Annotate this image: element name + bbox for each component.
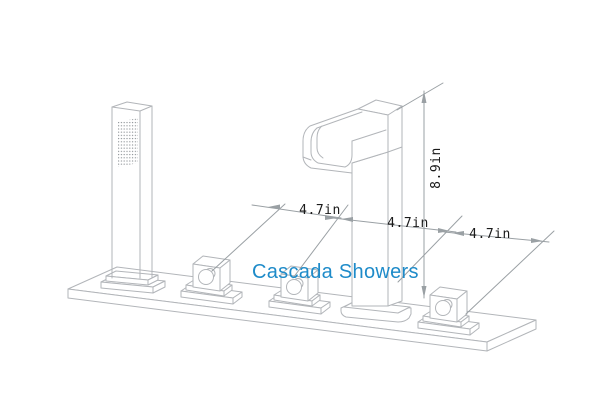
dimension-height: 8.9in: [396, 82, 444, 299]
brand-text: Cascada Showers: [252, 261, 419, 283]
dimension-spacing-2: 4.7in: [292, 204, 457, 279]
dimension-spacing-3: 4.7in: [397, 215, 555, 315]
knob-face: [286, 279, 302, 295]
dimension-label-spacing-2: 4.7in: [387, 216, 429, 231]
valve-handle-3: [417, 286, 480, 336]
dimension-label-spacing-1: 4.7in: [299, 203, 341, 218]
valve-handle-2: [268, 265, 331, 315]
knob-face: [198, 269, 214, 285]
valve-handle-1: [180, 255, 243, 305]
dimension-spacing-1: 4.7in: [211, 203, 342, 272]
spray-face: [118, 118, 138, 167]
waterfall-spout: [302, 99, 412, 323]
dimension-label-spacing-3: 4.7in: [469, 227, 511, 242]
wand-base: [100, 270, 166, 294]
handheld-shower-wand: [100, 101, 166, 294]
dimension-label-height: 8.9in: [429, 147, 444, 189]
knob-face: [435, 300, 451, 316]
